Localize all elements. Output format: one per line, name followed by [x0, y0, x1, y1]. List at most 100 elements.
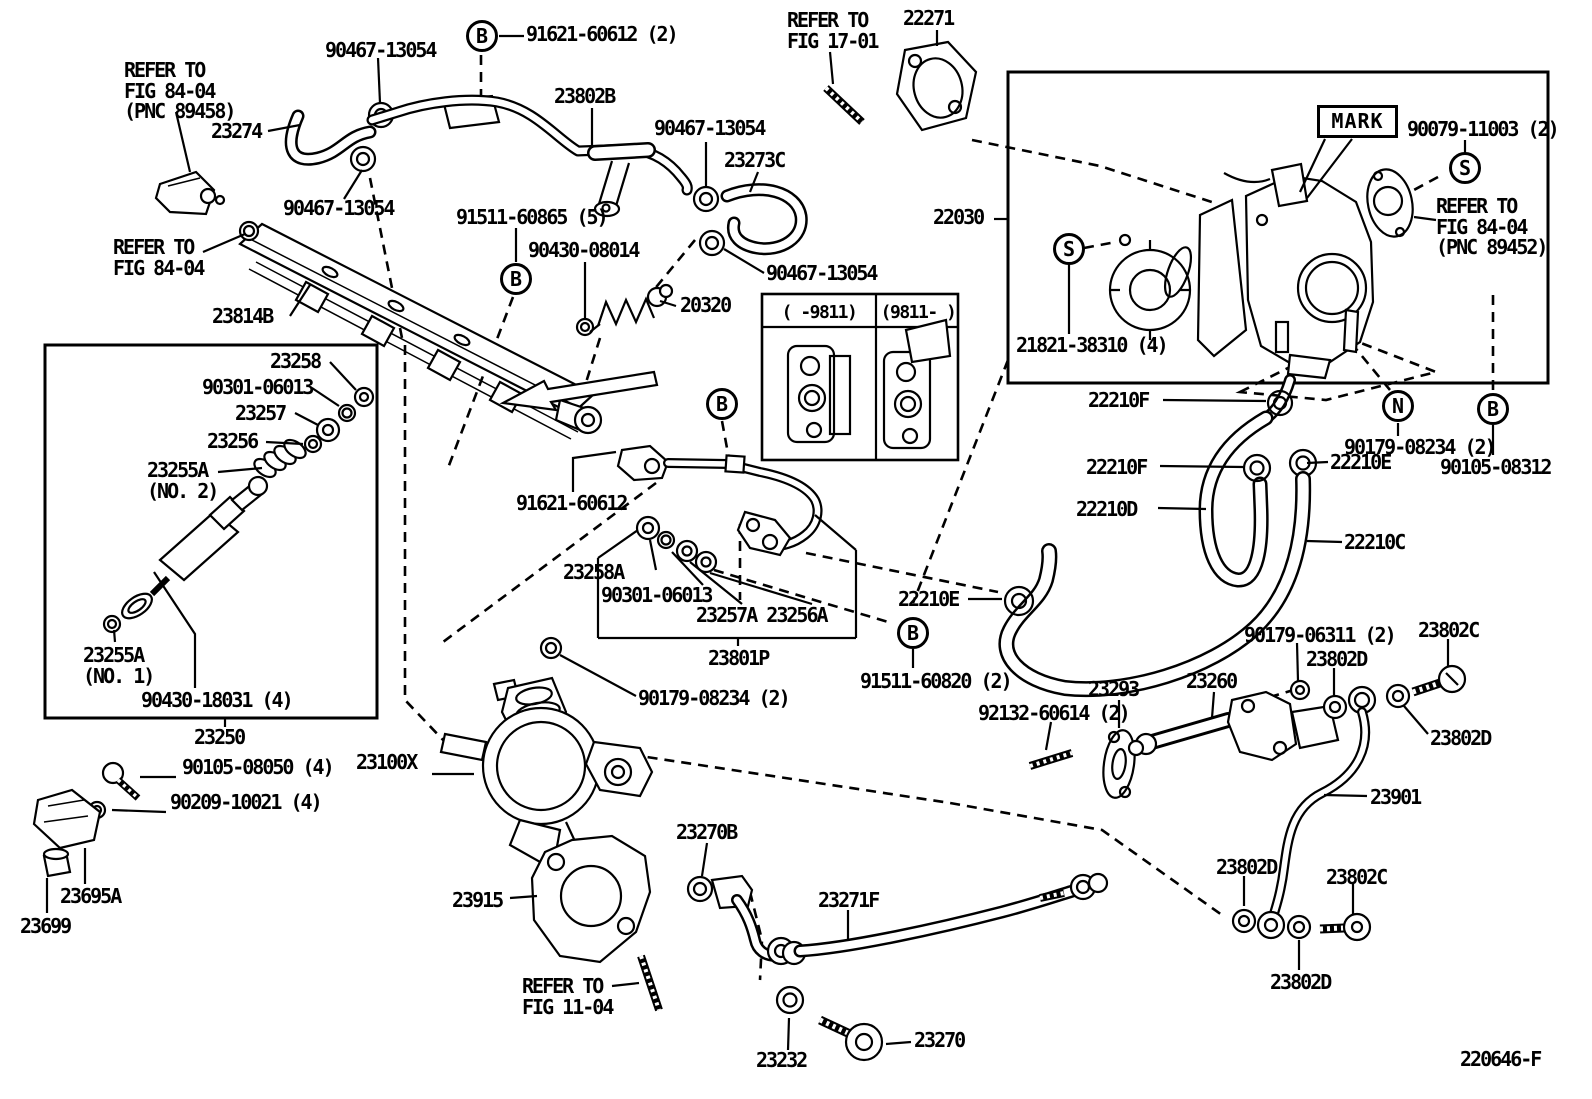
part-label-22210F-b: 22210F: [1086, 455, 1148, 479]
part-label-23801P: 23801P: [708, 646, 770, 670]
part-label-23274: 23274: [211, 119, 263, 143]
gasket-23915-drawing: [530, 834, 663, 1012]
part-label-91621-60612-2: 91621-60612 (2): [526, 22, 679, 46]
part-label-23802D-d: 23802D: [1270, 970, 1332, 994]
part-label-23270B: 23270B: [676, 820, 738, 844]
hose-23273C-drawing: [720, 183, 808, 256]
hose-23274-drawing: [284, 101, 395, 173]
part-label-90467-13054-d: 90467-13054: [766, 261, 878, 285]
part-label-22210D: 22210D: [1076, 497, 1138, 521]
marker-b-3: B: [706, 388, 738, 420]
leader-lines: [45, 30, 1495, 1051]
part-label-90467-13054-c: 90467-13054: [283, 196, 395, 220]
fuel-pump-drawing: [439, 636, 654, 871]
part-label-92132-60614-2: 92132-60614 (2): [978, 701, 1131, 725]
part-label-90079-11003-2: 90079-11003 (2): [1407, 117, 1560, 141]
part-label-90467-13054-a: 90467-13054: [325, 38, 437, 62]
part-label-22030: 22030: [933, 205, 985, 229]
part-label-22210F-a: 22210F: [1088, 388, 1150, 412]
pipe-23901-drawing: [1231, 664, 1467, 942]
part-label-23802D-b: 23802D: [1430, 726, 1492, 750]
part-label-23802D-c: 23802D: [1216, 855, 1278, 879]
part-label-90105-08312: 90105-08312: [1440, 455, 1552, 479]
table-header-after-9811: (9811- ): [880, 302, 957, 323]
part-label-23260: 23260: [1186, 669, 1238, 693]
part-label-22271: 22271: [903, 6, 955, 30]
ref-fig-84-04-pnc-89452: REFER TO FIG 84-04 (PNC 89452): [1436, 194, 1548, 260]
group-dashed-lines: [368, 55, 1495, 981]
part-label-23250: 23250: [194, 725, 246, 749]
part-label-23257: 23257: [235, 401, 287, 425]
fuel-rail-drawing: [238, 222, 603, 440]
group-box-22030: [1006, 70, 1550, 385]
part-label-23258A: 23258A: [563, 560, 625, 584]
part-label-22210E-b: 22210E: [1330, 450, 1392, 474]
part-20320-drawing: [589, 283, 674, 333]
part-label-20320: 20320: [680, 293, 732, 317]
part-label-23255A-no1: 23255A (NO. 1): [83, 643, 155, 688]
part-label-23270: 23270: [914, 1028, 966, 1052]
mark-callout: MARK: [1317, 105, 1398, 138]
part-label-90209-10021-4: 90209-10021 (4): [170, 790, 323, 814]
part-label-23256: 23256: [207, 429, 259, 453]
cold-start-injector-drawing: [154, 170, 260, 242]
marker-b-5: B: [1477, 393, 1509, 425]
valve-23260-drawing: [1028, 690, 1340, 799]
marker-b-4: B: [897, 617, 929, 649]
part-label-23915: 23915: [452, 888, 504, 912]
marker-s-2: S: [1449, 152, 1481, 184]
marker-s-1: S: [1053, 233, 1085, 265]
injector-assembly-drawing: [102, 386, 375, 634]
part-label-23257A-23256A: 23257A 23256A: [696, 603, 829, 627]
group-variant-table: [760, 292, 960, 462]
part-label-23255A-no2: 23255A (NO. 2): [147, 458, 219, 503]
ref-fig-84-04: REFER TO FIG 84-04: [113, 235, 205, 280]
part-label-90467-13054-b: 90467-13054: [654, 116, 766, 140]
ref-fig-17-01: REFER TO FIG 17-01: [787, 8, 879, 53]
part-label-23814B: 23814B: [212, 304, 274, 328]
group-box-23250: [43, 343, 379, 720]
part-label-22210E-a: 22210E: [898, 587, 960, 611]
water-hoses-drawing: [998, 374, 1318, 698]
part-label-23271F: 23271F: [818, 888, 880, 912]
throttle-body-drawing: [1108, 138, 1414, 380]
table-header-before-9811: ( -9811): [781, 302, 858, 323]
part-label-23273C: 23273C: [724, 148, 786, 172]
part-label-90179-06311-2: 90179-06311 (2): [1244, 623, 1397, 647]
part-label-23100X: 23100X: [356, 750, 418, 774]
ref-fig-84-04-pnc-89458: REFER TO FIG 84-04 (PNC 89458): [124, 58, 236, 124]
pipe-23802B-drawing: [366, 94, 726, 257]
part-label-90179-08234-2-a: 90179-08234 (2): [638, 686, 791, 710]
part-label-90301-06013-a: 90301-06013: [202, 375, 314, 399]
fuel-hose-drawing: [686, 872, 1109, 1062]
part-label-90301-06013-b: 90301-06013: [601, 583, 713, 607]
part-label-23802C-a: 23802C: [1418, 618, 1480, 642]
gasket-22271-drawing: [823, 40, 978, 132]
part-label-21821-38310-4: 21821-38310 (4): [1016, 333, 1169, 357]
part-label-23802C-b: 23802C: [1326, 865, 1388, 889]
part-label-22210C: 22210C: [1344, 530, 1406, 554]
part-label-23695A: 23695A: [60, 884, 122, 908]
part-label-23258: 23258: [270, 349, 322, 373]
part-label-90430-18031-4: 90430-18031 (4): [141, 688, 294, 712]
part-label-91511-60820-2: 91511-60820 (2): [860, 669, 1013, 693]
marker-b-1: B: [466, 20, 498, 52]
part-label-91621-60612: 91621-60612: [516, 491, 628, 515]
pointer-arrow: [499, 370, 659, 412]
part-label-23699: 23699: [20, 914, 72, 938]
part-label-23802D-a: 23802D: [1306, 647, 1368, 671]
part-label-90105-08050-4: 90105-08050 (4): [182, 755, 335, 779]
marker-b-2: B: [500, 263, 532, 295]
part-label-90430-08014: 90430-08014: [528, 238, 640, 262]
ref-fig-11-04: REFER TO FIG 11-04: [522, 974, 614, 1019]
pipe-23801P-drawing: [596, 444, 858, 646]
part-label-23802B: 23802B: [554, 84, 616, 108]
part-label-91511-60865-5: 91511-60865 (5): [456, 205, 609, 229]
drawing-number: 220646-F: [1460, 1047, 1542, 1071]
bracket-hardware-drawing: [32, 761, 141, 878]
part-label-23293: 23293: [1088, 677, 1140, 701]
marker-n-1: N: [1382, 390, 1414, 422]
part-label-23901: 23901: [1370, 785, 1422, 809]
